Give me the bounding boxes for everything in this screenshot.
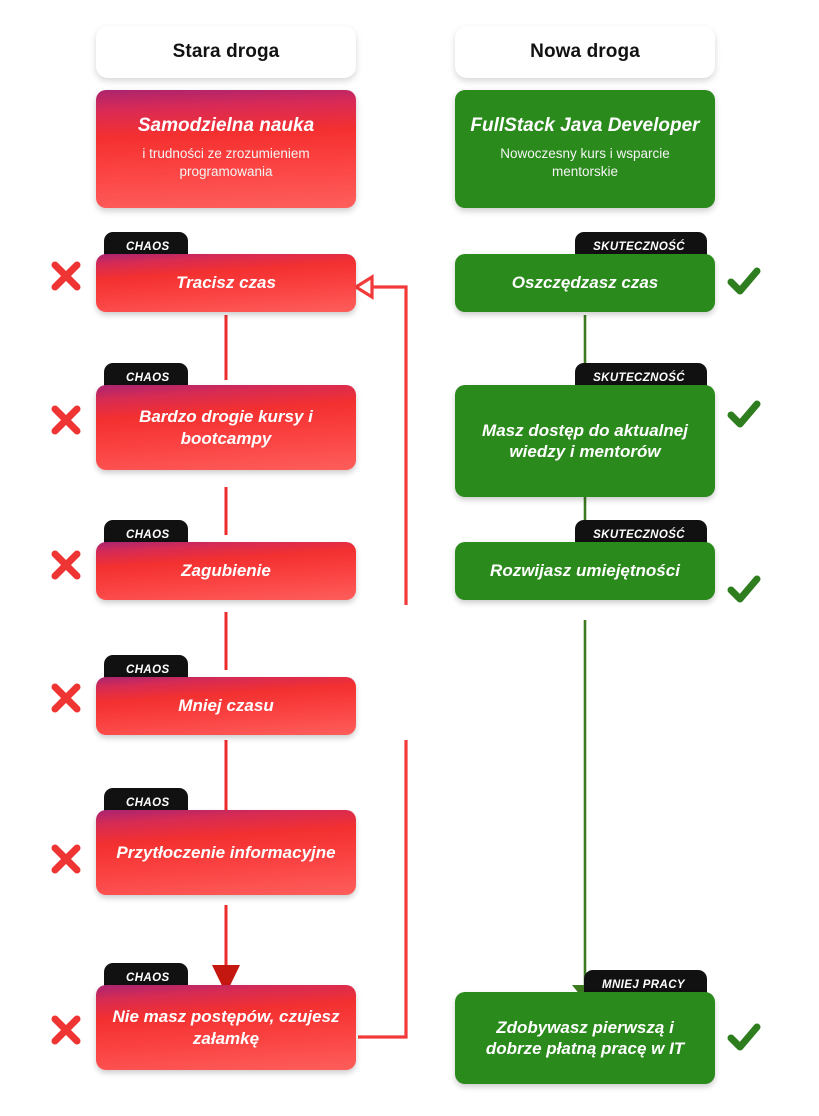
step-left-4-tab-label: CHAOS	[126, 664, 170, 676]
intro-card-left: Samodzielna nauka i trudności ze zrozumi…	[96, 90, 356, 208]
step-left-2-text: Bardzo drogie kursy i bootcampy	[139, 407, 313, 448]
intro-card-right: FullStack Java Developer Nowoczesny kurs…	[455, 90, 715, 208]
cross-icon	[46, 400, 86, 440]
intro-card-right-subtitle: Nowoczesny kurs i wsparcie mentorskie	[500, 145, 670, 179]
intro-card-left-title: Samodzielna nauka	[137, 114, 315, 136]
cross-icon	[46, 1010, 86, 1050]
step-right-2-card: Masz dostęp do aktualnej wiedzy i mentor…	[455, 385, 715, 497]
step-left-3-text: Zagubienie	[181, 561, 271, 581]
column-header-right-label: Nowa droga	[530, 41, 640, 62]
step-right-2-tab-label: SKUTECZNOŚĆ	[593, 372, 685, 384]
step-right-1-tab-label: SKUTECZNOŚĆ	[593, 241, 685, 253]
step-right-4-tab-label: MNIEJ PRACY	[602, 979, 685, 991]
step-right-4-card: Zdobywasz pierwszą i dobrze płatną pracę…	[455, 992, 715, 1084]
step-left-4-text: Mniej czasu	[178, 696, 274, 716]
check-icon	[724, 262, 764, 302]
step-right-1-text: Oszczędzasz czas	[511, 273, 659, 293]
step-left-1-card: Tracisz czas	[96, 254, 356, 312]
cross-icon	[46, 545, 86, 585]
step-left-5-tab-label: CHAOS	[126, 797, 170, 809]
column-header-left: Stara droga	[96, 26, 356, 78]
step-right-3-card: Rozwijasz umiejętności	[455, 542, 715, 600]
step-left-2-card: Bardzo drogie kursy i bootcampy	[96, 385, 356, 470]
feedback-loop-upper	[372, 285, 408, 605]
column-header-right: Nowa droga	[455, 26, 715, 78]
cross-icon	[46, 678, 86, 718]
step-left-6-tab-label: CHAOS	[126, 972, 170, 984]
step-left-2-tab-label: CHAOS	[126, 372, 170, 384]
step-right-4-text: Zdobywasz pierwszą i dobrze płatną pracę…	[485, 1017, 685, 1058]
step-right-3-tab-label: SKUTECZNOŚĆ	[593, 529, 685, 541]
step-right-3-text: Rozwijasz umiejętności	[490, 561, 680, 581]
intro-card-right-title: FullStack Java Developer	[470, 114, 700, 136]
step-left-1-tab-label: CHAOS	[126, 241, 170, 253]
step-left-5-card: Przytłoczenie informacyjne	[96, 810, 356, 895]
feedback-arrowhead	[352, 274, 374, 300]
cross-icon	[46, 839, 86, 879]
check-icon	[724, 395, 764, 435]
feedback-loop-lower	[358, 740, 408, 1039]
step-left-3-tab-label: CHAOS	[126, 529, 170, 541]
step-left-3-card: Zagubienie	[96, 542, 356, 600]
check-icon	[724, 1018, 764, 1058]
step-right-2-text: Masz dostęp do aktualnej wiedzy i mentor…	[482, 420, 688, 461]
step-left-6-text: Nie masz postępów, czujesz załamkę	[112, 1007, 340, 1048]
cross-icon	[46, 256, 86, 296]
step-right-1-card: Oszczędzasz czas	[455, 254, 715, 312]
check-icon	[724, 570, 764, 610]
step-left-4-card: Mniej czasu	[96, 677, 356, 735]
column-header-left-label: Stara droga	[172, 41, 280, 62]
step-left-5-text: Przytłoczenie informacyjne	[116, 842, 336, 862]
step-left-6-card: Nie masz postępów, czujesz załamkę	[96, 985, 356, 1070]
intro-card-left-subtitle: i trudności ze zrozumieniem programowani…	[142, 145, 310, 179]
step-left-1-text: Tracisz czas	[176, 273, 276, 293]
